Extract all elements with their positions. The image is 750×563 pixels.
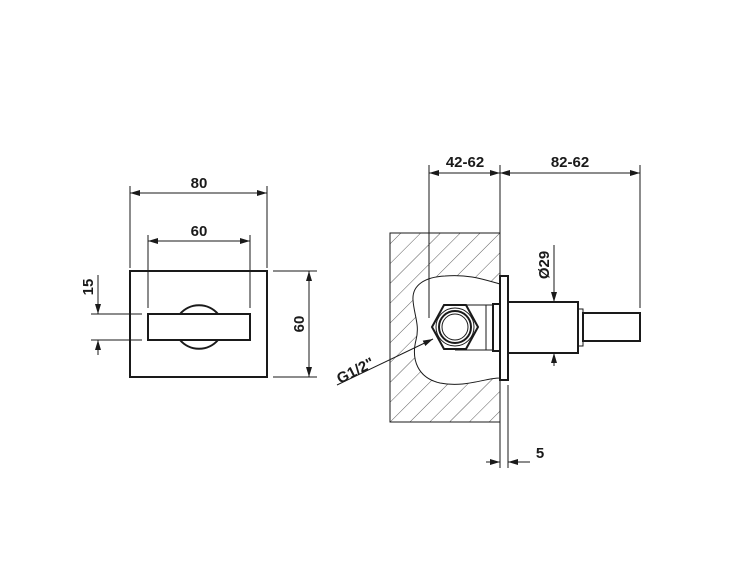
dim-label-60-height: 60 <box>291 316 308 333</box>
knob-arc-top <box>179 304 219 315</box>
wall-cavity <box>412 275 501 385</box>
side-view: 42-62 82-62 Ø29 5 G1/2" <box>334 154 641 468</box>
dim-handle-width-60: 60 <box>147 223 251 308</box>
dim-label-80: 80 <box>191 175 208 192</box>
dim-label-diameter-29: Ø29 <box>536 251 553 279</box>
dim-height-60: 60 <box>273 270 317 378</box>
valve-body <box>507 301 579 354</box>
dim-projection-82-62: 82-62 <box>500 154 641 308</box>
dim-diameter-29: Ø29 <box>536 245 557 366</box>
dim-label-5: 5 <box>536 445 544 462</box>
dim-label-60-handle: 60 <box>191 223 208 240</box>
dim-label-82-62: 82-62 <box>551 154 589 171</box>
front-view: 80 60 15 60 <box>80 175 317 378</box>
dim-depth-42-62: 42-62 <box>428 154 501 318</box>
flange <box>499 275 509 381</box>
dim-width-80: 80 <box>129 175 268 268</box>
dim-flange-5: 5 <box>486 385 544 468</box>
spindle <box>582 312 641 342</box>
knob-arc-bottom <box>179 339 219 350</box>
thread-label-g1-2: G1/2" <box>334 354 377 387</box>
dim-label-15: 15 <box>80 279 97 296</box>
cover-plate <box>129 270 268 378</box>
lever-handle <box>147 313 251 341</box>
dim-handle-height-15: 15 <box>80 275 142 355</box>
dim-label-42-62: 42-62 <box>446 154 484 171</box>
hex-nut <box>430 304 493 351</box>
